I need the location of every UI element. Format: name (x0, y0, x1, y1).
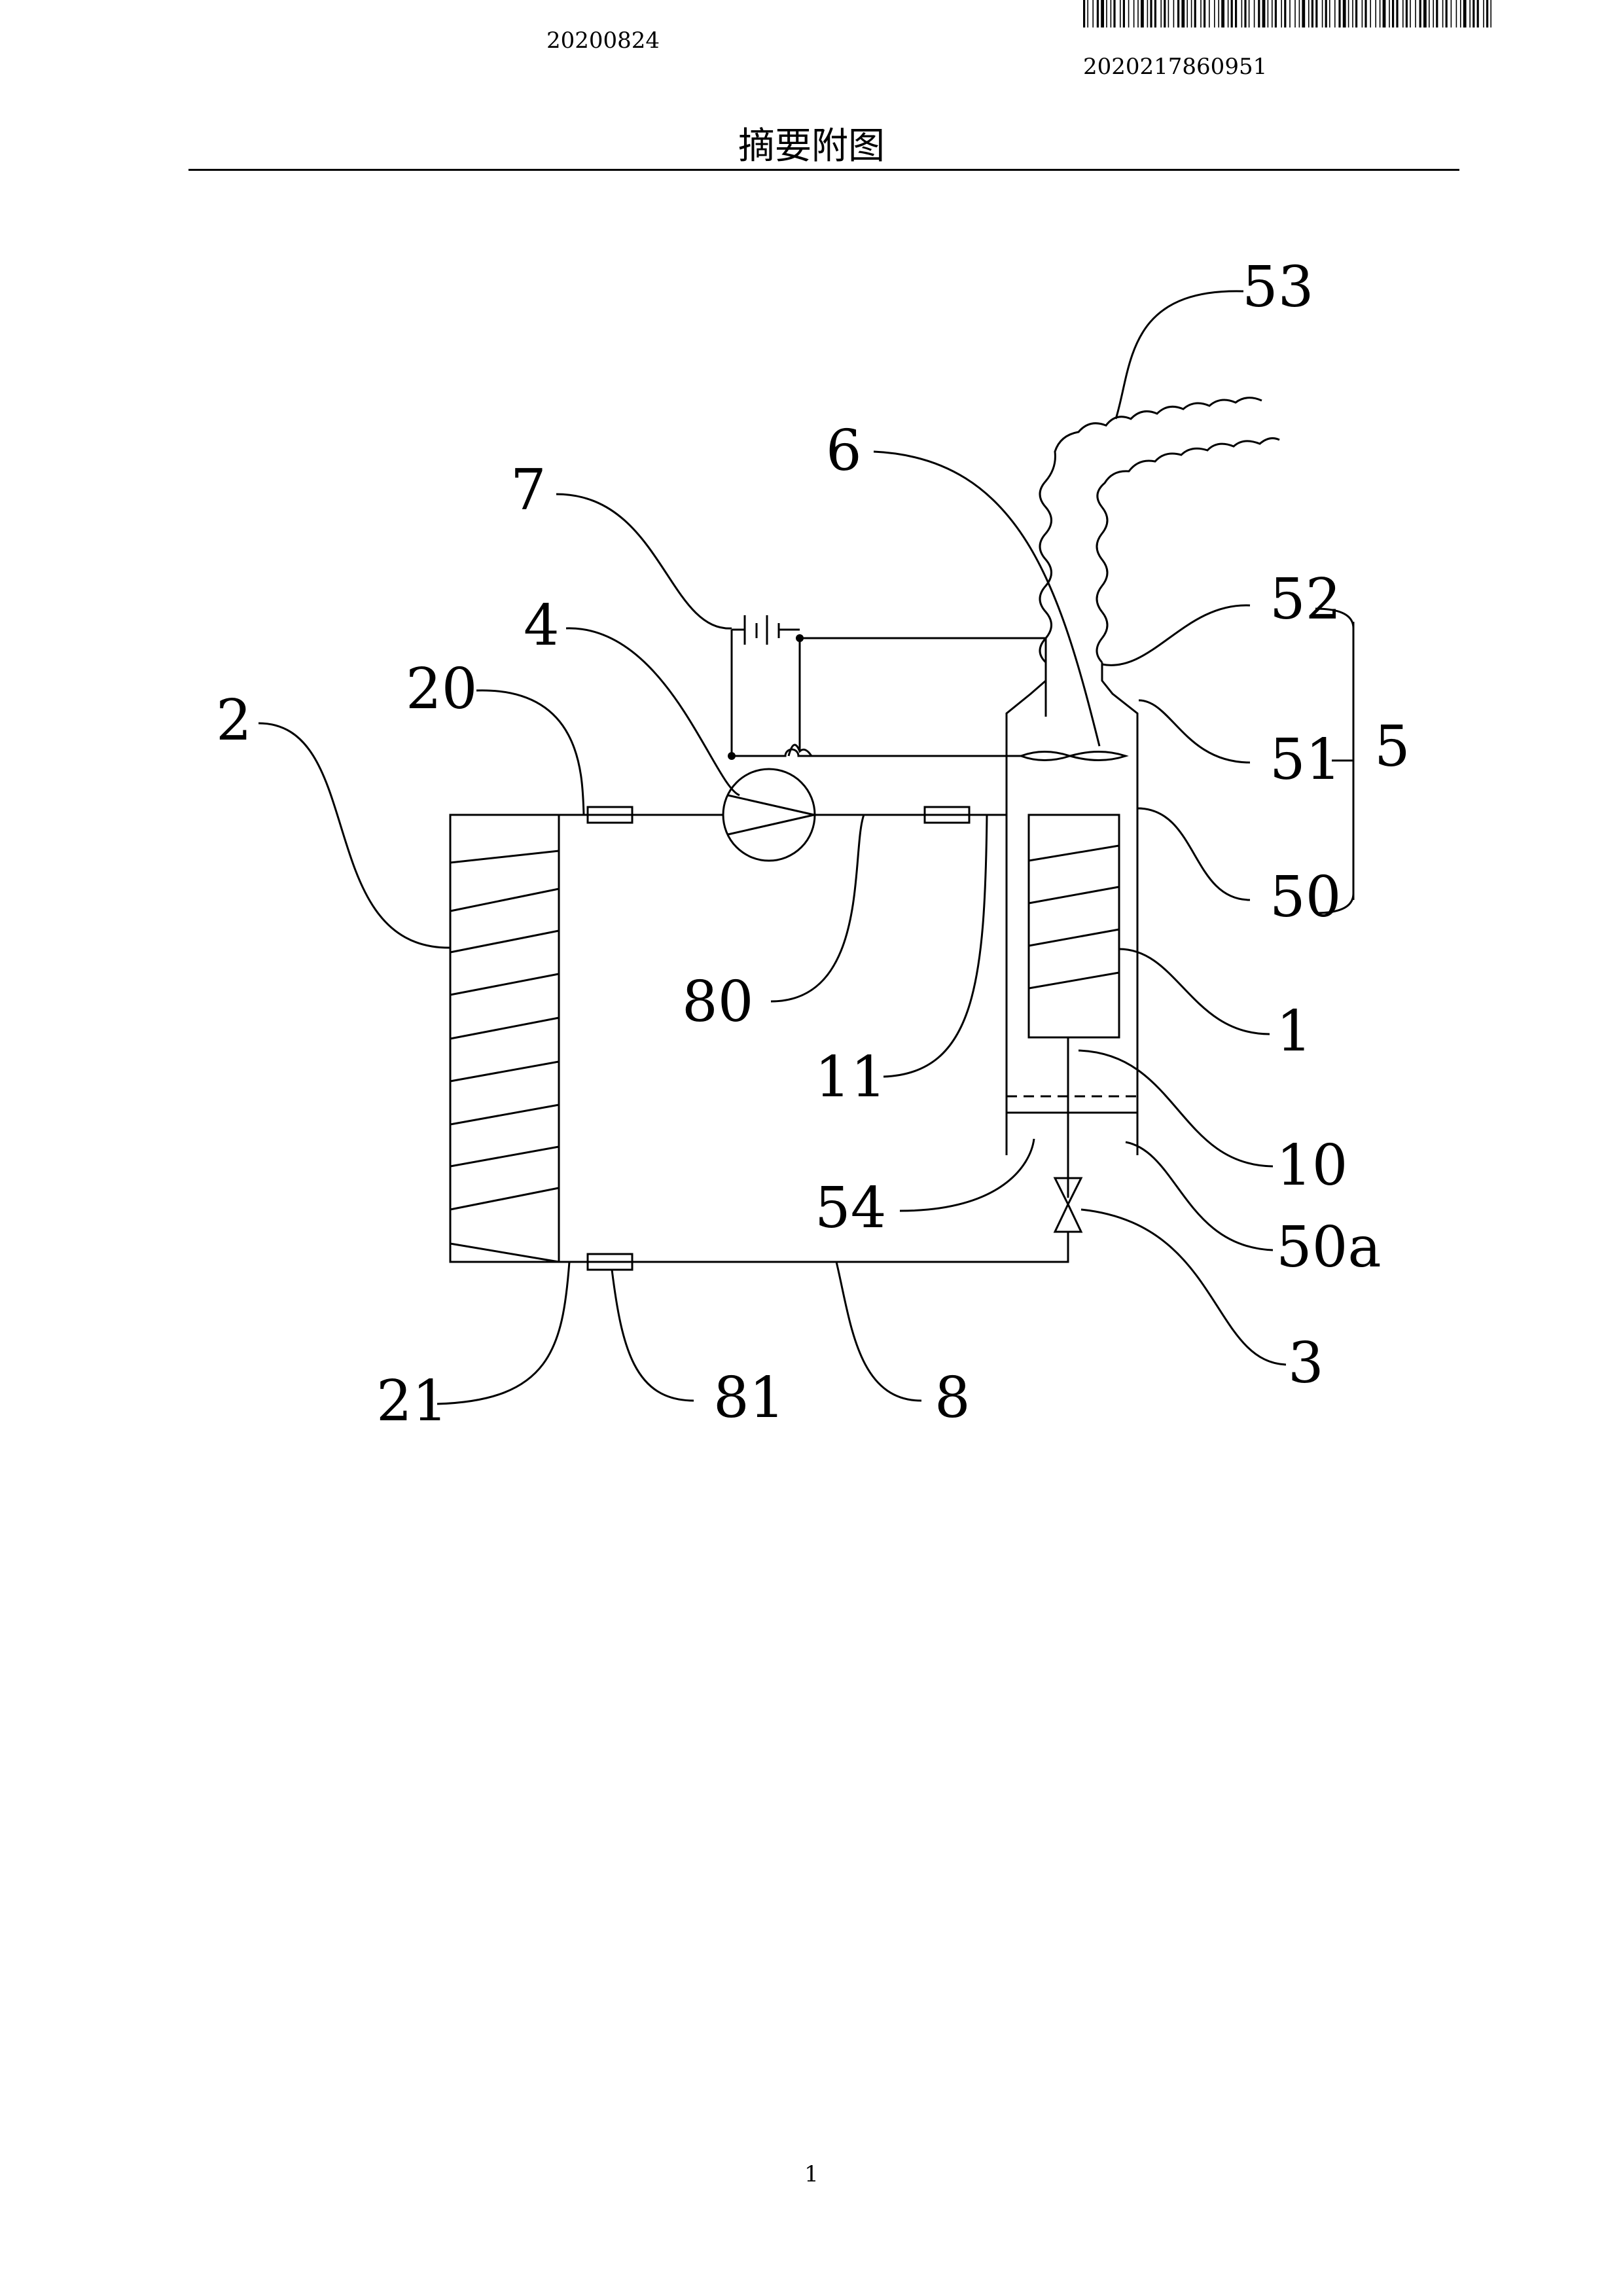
label-81: 81 (713, 1365, 785, 1431)
header-date: 20200824 (546, 27, 660, 54)
reference-numerals: 53 6 7 4 52 2 20 51 5 50 80 1 11 10 54 5… (216, 255, 1410, 1434)
label-1: 1 (1276, 999, 1312, 1064)
left-heat-exchanger (449, 814, 560, 1263)
page-number: 1 (804, 2161, 819, 2187)
sensor-80-right (923, 806, 971, 824)
label-52: 52 (1270, 567, 1341, 632)
label-21: 21 (376, 1369, 448, 1434)
pump-symbol (722, 768, 816, 862)
battery-and-wiring (728, 615, 1047, 760)
sensor-81 (586, 1253, 633, 1271)
label-10: 10 (1276, 1133, 1347, 1198)
label-6: 6 (826, 418, 862, 484)
inner-heat-exchanger (985, 814, 1120, 1198)
label-7: 7 (510, 457, 546, 523)
label-4: 4 (524, 593, 560, 658)
sensor-80-left (586, 806, 633, 824)
label-20: 20 (406, 656, 477, 722)
housing (1005, 662, 1139, 1155)
label-11: 11 (815, 1045, 886, 1110)
label-2: 2 (216, 688, 252, 753)
fan-blades (1018, 751, 1129, 761)
label-3: 3 (1288, 1331, 1324, 1396)
page-title: 摘要附图 (738, 125, 885, 168)
label-80: 80 (682, 969, 753, 1035)
label-51: 51 (1270, 727, 1341, 793)
label-50: 50 (1270, 865, 1341, 930)
corrugated-hose (1039, 397, 1280, 664)
leader-lines (258, 290, 1355, 1405)
label-53: 53 (1242, 255, 1313, 320)
valve-symbol (1053, 1177, 1083, 1233)
header-publication-number: 2020217860951 (1083, 54, 1268, 80)
label-54: 54 (815, 1175, 886, 1241)
label-5: 5 (1374, 714, 1410, 780)
barcode (1083, 0, 1491, 27)
label-50a: 50a (1276, 1215, 1382, 1280)
label-8: 8 (935, 1365, 971, 1431)
title-rule (188, 169, 1459, 171)
pipe-loop (559, 814, 1069, 1263)
